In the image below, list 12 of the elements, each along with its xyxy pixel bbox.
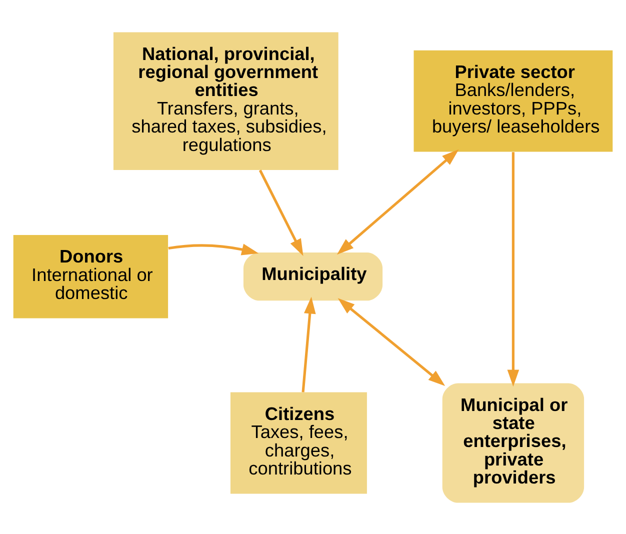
node-box: Private sector Banks/lenders, investors, PPPs, buyers/ leaseholders (414, 50, 613, 152)
arrow (507, 152, 520, 386)
node-box: Donors International or domestic (13, 234, 168, 318)
node-box: Citizens Taxes, fees, charges, contributions (230, 392, 367, 494)
arrow (302, 296, 316, 392)
arrow (258, 169, 304, 256)
node-box: Municipal or state enterprises, private providers (442, 382, 584, 502)
arrow (336, 148, 459, 254)
arrow (338, 298, 446, 386)
arrow (168, 243, 259, 255)
node-box: Municipality (243, 252, 383, 300)
node-box: National, provincial, regional government entities Transfers, grants, shared taxes, subsidies, regulations (113, 32, 338, 170)
